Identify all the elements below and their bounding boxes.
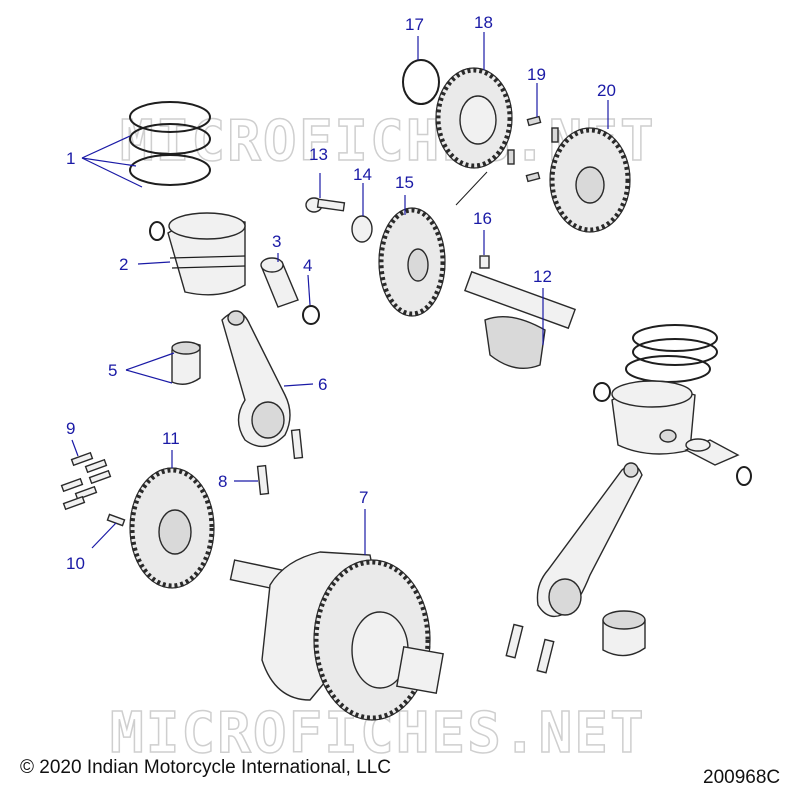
piston-rings-lower [625,324,718,383]
dowel-pin [106,513,126,527]
callout-14: 14 [353,165,372,184]
piston-upper [149,212,246,296]
callout-8: 8 [218,472,227,491]
bearing-lower [602,610,646,657]
assembly-line [455,171,488,206]
springs [507,115,559,183]
balance-gear-15 [378,207,446,317]
callout-7: 7 [359,488,368,507]
callout-9: 9 [66,419,75,438]
rod-bolts-lower [505,623,555,674]
connecting-rod-upper [221,310,291,448]
callout-12: 12 [533,267,552,286]
callout-15: 15 [395,173,414,192]
callout-17: 17 [405,15,424,34]
woodruff-key [479,255,490,269]
callout-11: 11 [162,429,180,448]
primary-gear [129,467,215,589]
piston-pin-upper [260,257,299,308]
callout-3: 3 [272,232,281,251]
copyright-notice: © 2020 Indian Motorcycle International, … [20,757,391,778]
leader-lines [71,32,609,555]
rod-bolts-upper [256,428,304,496]
callout-10: 10 [66,554,85,573]
callout-2: 2 [119,255,128,274]
circlip-upper [302,305,320,325]
snap-ring-17 [402,59,440,105]
callout-18: 18 [474,13,493,32]
drawing-number: 200968C [703,767,781,788]
callout-5: 5 [108,361,117,380]
piston-rings-upper [129,101,211,186]
callout-6: 6 [318,375,327,394]
callout-1: 1 [66,149,75,168]
callout-19: 19 [527,65,546,84]
washer-14 [351,215,373,243]
connecting-rod-lower [536,462,643,618]
scissor-gear-20 [549,127,631,233]
gear-bolts [60,451,112,511]
circlip-lower [736,466,752,486]
crankshaft [229,551,444,721]
callout-13: 13 [309,145,328,164]
piston-pin-lower [684,438,740,466]
scissor-gear-18 [435,67,513,169]
piston-lower [593,380,696,455]
callout-4: 4 [303,256,312,275]
bolt-13 [305,197,346,213]
callout-20: 20 [597,81,616,100]
bearing-upper [171,341,201,385]
callout-16: 16 [473,209,492,228]
balance-shaft [463,270,577,369]
